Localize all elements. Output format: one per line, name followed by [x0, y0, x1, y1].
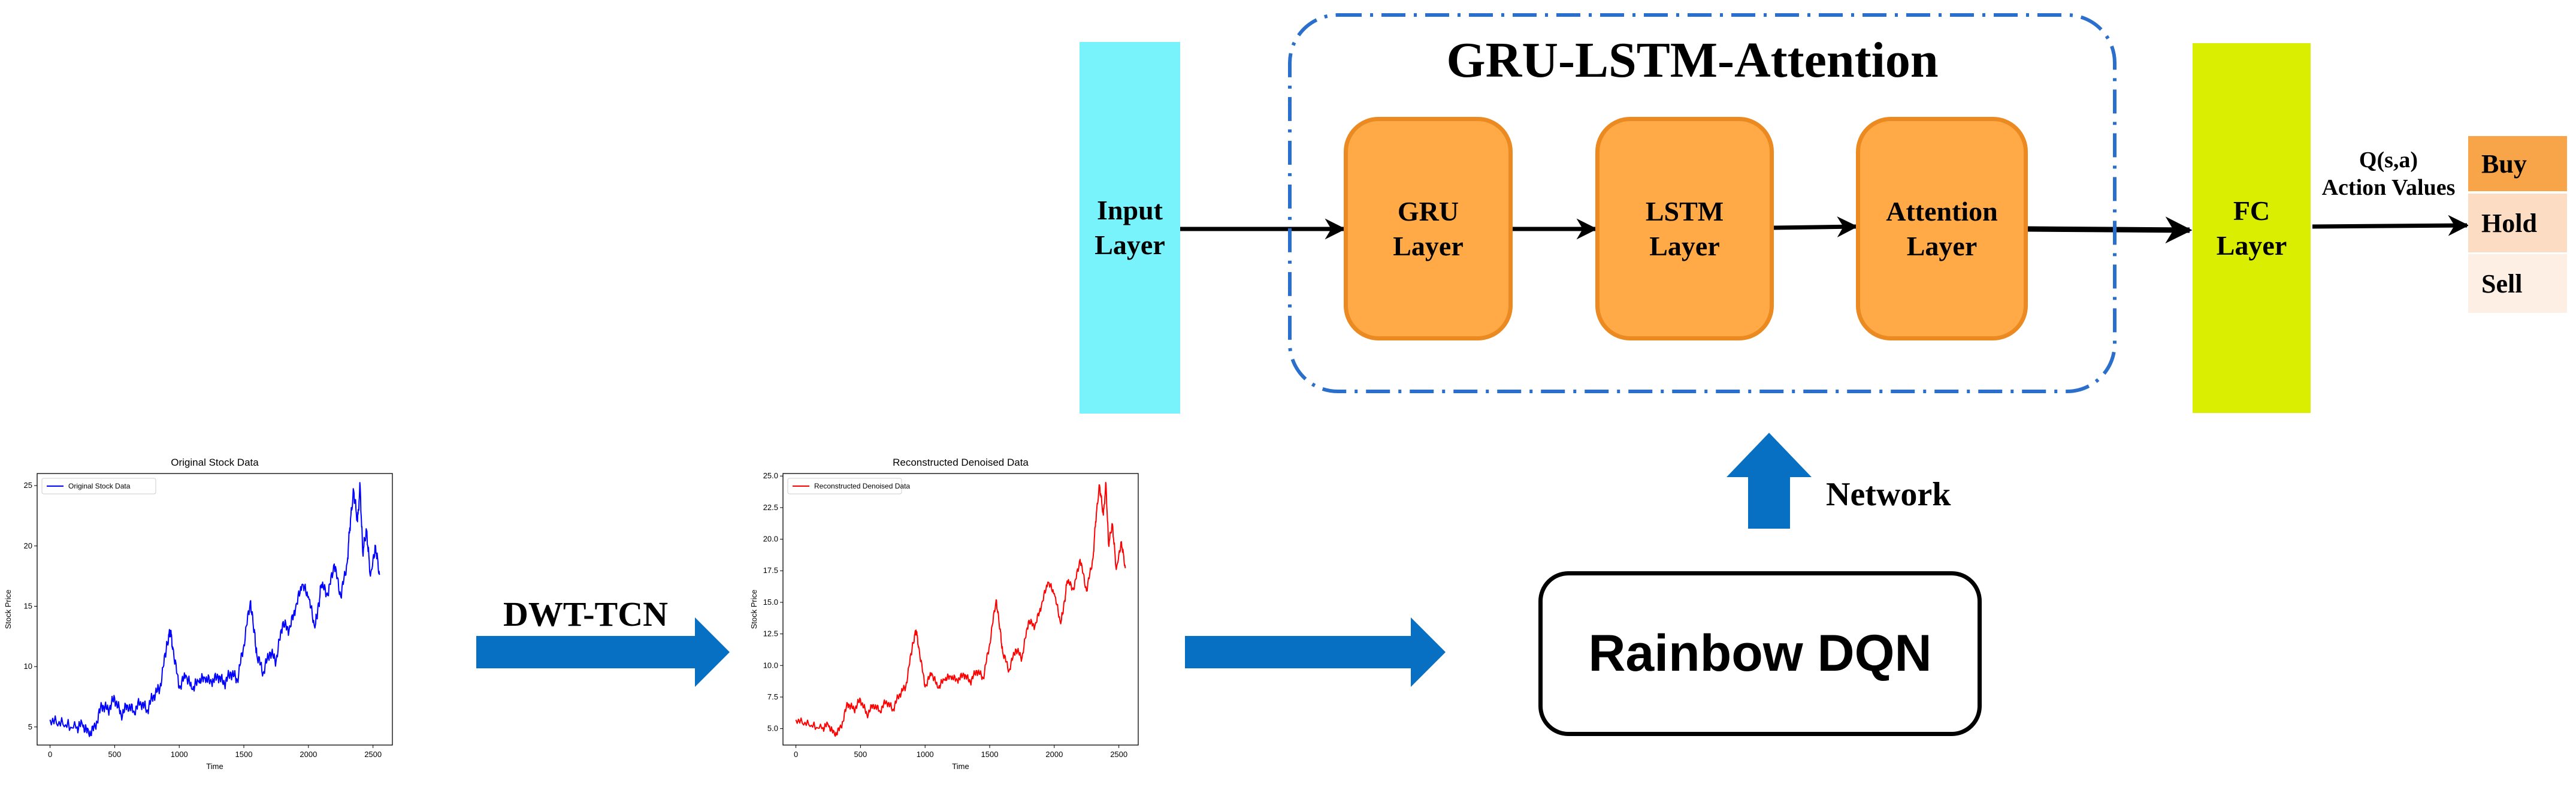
fc-layer-line1: FC	[2233, 195, 2270, 226]
original-legend-label: Original Stock Data	[68, 482, 131, 490]
original-ytick-label: 5	[28, 722, 32, 731]
original-title: Original Stock Data	[171, 457, 259, 468]
original-stock-chart: Original Stock Data 0 500 1000 1500 2000 2500 5…	[4, 457, 393, 771]
original-ytick-label: 15	[24, 601, 32, 610]
q-values-line2: Action Values	[2321, 175, 2456, 200]
attention-layer-line2: Layer	[1906, 230, 1978, 261]
denoised-stock-chart: Reconstructed Denoised Data 0 500 1000 1500 2…	[749, 457, 1139, 771]
network-up-arrow	[1727, 433, 1812, 529]
to-rainbow-arrow	[1185, 617, 1446, 687]
rainbow-dqn-label: Rainbow DQN	[1588, 625, 1932, 682]
arrow-fc-to-actions	[2312, 215, 2469, 236]
original-xtick-label: 500	[108, 750, 122, 759]
denoised-plot-frame	[782, 473, 1139, 746]
fc-layer-line2: Layer	[2216, 230, 2287, 261]
denoised-ytick-label: 10.0	[763, 661, 778, 670]
q-values-label: Q(s,a) Action Values	[2314, 144, 2463, 204]
denoised-ytick-label: 20.0	[763, 535, 778, 544]
action-sell: Sell	[2468, 254, 2567, 313]
denoised-xtick-label: 1000	[917, 750, 934, 759]
denoised-ytick-label: 7.5	[767, 692, 778, 701]
action-buy: Buy	[2468, 136, 2567, 191]
original-xtick-label: 2500	[364, 750, 382, 759]
original-xtick-label: 2000	[300, 750, 317, 759]
rainbow-dqn-box: Rainbow DQN	[1538, 571, 1982, 736]
input-layer: Input Layer	[1080, 42, 1180, 414]
denoised-ytick-label: 12.5	[763, 629, 778, 638]
denoised-xlabel: Time	[952, 762, 969, 771]
denoised-xtick-label: 2500	[1110, 750, 1127, 759]
dwt-tcn-arrow	[476, 617, 730, 687]
denoised-series-line	[795, 481, 1126, 737]
denoised-xtick-label: 2000	[1045, 750, 1063, 759]
diagram-title: GRU-LSTM-Attention	[1446, 32, 1939, 88]
denoised-ylabel: Stock Price	[749, 590, 758, 629]
input-layer-line2: Layer	[1095, 230, 1165, 260]
denoised-ytick-label: 25.0	[763, 471, 778, 480]
original-ytick-label: 10	[24, 662, 32, 671]
original-xtick-label: 1500	[235, 750, 253, 759]
gru-layer-line2: Layer	[1393, 230, 1464, 261]
original-xtick-label: 1000	[171, 750, 188, 759]
denoised-xtick-label: 500	[854, 750, 867, 759]
original-xtick-label: 0	[48, 750, 52, 759]
denoised-legend-label: Reconstructed Denoised Data	[814, 482, 910, 490]
dwt-tcn-label: DWT-TCN	[503, 595, 669, 634]
network-label: Network	[1826, 476, 1951, 513]
original-ylabel: Stock Price	[4, 590, 13, 629]
attention-layer-line1: Attention	[1886, 195, 1998, 227]
lstm-layer-line1: LSTM	[1645, 195, 1724, 227]
fc-layer: FC Layer	[2193, 43, 2311, 413]
gru-lstm-attention-container	[1288, 13, 2117, 393]
attention-layer: Attention Layer	[1856, 117, 2028, 340]
denoised-title: Reconstructed Denoised Data	[893, 457, 1029, 468]
original-series-line	[49, 482, 380, 737]
original-ytick-label: 25	[24, 481, 32, 490]
denoised-xtick-label: 1500	[981, 750, 999, 759]
original-legend-box	[41, 478, 156, 494]
lstm-layer: LSTM Layer	[1595, 117, 1774, 340]
q-values-line1: Q(s,a)	[2359, 147, 2418, 173]
original-plot-frame	[37, 473, 393, 746]
gru-layer-line1: GRU	[1397, 195, 1459, 227]
denoised-ytick-label: 17.5	[763, 566, 778, 575]
gru-layer: GRU Layer	[1344, 117, 1513, 340]
denoised-ytick-label: 15.0	[763, 598, 778, 607]
action-hold: Hold	[2468, 194, 2567, 252]
denoised-ytick-label: 5.0	[767, 724, 778, 733]
original-ytick-label: 20	[24, 541, 32, 550]
denoised-xtick-label: 0	[794, 750, 798, 759]
input-layer-line1: Input	[1097, 195, 1163, 225]
denoised-legend-box	[787, 478, 902, 494]
denoised-ytick-label: 22.5	[763, 503, 778, 512]
original-xlabel: Time	[206, 762, 223, 771]
arrow-attention-to-fc	[2027, 216, 2193, 244]
lstm-layer-line2: Layer	[1649, 230, 1720, 261]
arrow-lstm-to-attention	[1773, 216, 1858, 237]
